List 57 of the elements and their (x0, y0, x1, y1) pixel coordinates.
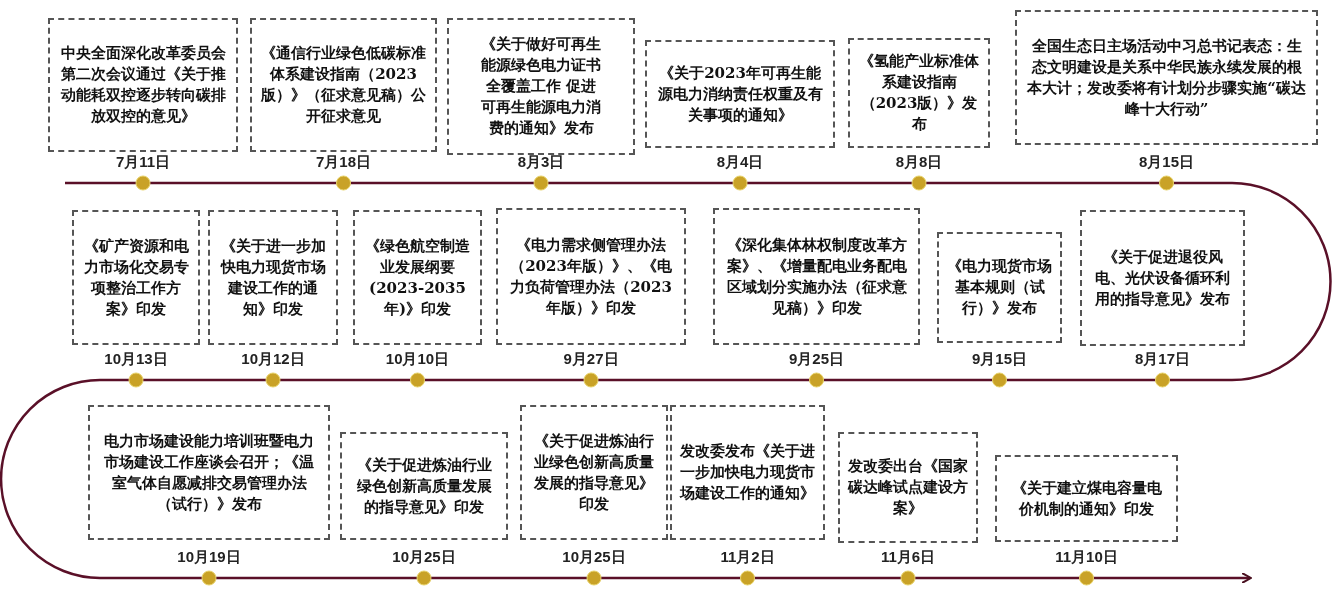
date-label: 10月10日 (385, 350, 450, 369)
event-box (670, 405, 825, 540)
event-box (250, 18, 437, 152)
event-text: 《电力需求侧管理办法（2023年版）》、《电力负荷管理办法（2023年版）》印发 (509, 234, 673, 319)
date-label: 9月15日 (972, 350, 1027, 369)
event-box (48, 18, 238, 152)
event-text: 《矿产资源和电力市场化交易专项整治工作方案》印发 (82, 235, 190, 320)
event-text: 中央全面深化改革委员会第二次会议通过《关于推动能耗双控逐步转向碳排放双控的意见》 (59, 43, 227, 127)
event-box (937, 232, 1062, 343)
date-label: 9月27日 (563, 350, 619, 369)
date-label: 10月13日 (104, 350, 168, 369)
event-box (88, 405, 330, 540)
date-label: 8月8日 (895, 153, 943, 172)
date-label: 8月4日 (716, 153, 764, 172)
event-text: 《关于建立煤电容量电价机制的通知》印发 (1010, 477, 1163, 520)
event-box (340, 432, 508, 540)
date-label: 8月17日 (1135, 350, 1190, 369)
event-box (848, 38, 990, 148)
event-box (995, 455, 1178, 542)
event-text: 全国生态日主场活动中习总书记表态：生态文明建设是关系中华民族永续发展的根本大计；发改委将有计划分步骤实施“碳达峰十大行动” (1026, 35, 1307, 120)
date-label: 10月25日 (392, 548, 456, 567)
event-text: 发改委发布《关于进一步加快电力现货市场建设工作的通知》 (680, 441, 815, 504)
event-box (447, 18, 635, 155)
event-text: 《关于促进炼油行业绿色创新高质量发展的指导意见》印发 (533, 430, 655, 515)
event-text: 《关于促进退役风电、光伏设备循环利用的指导意见》发布 (1094, 246, 1231, 310)
event-text: 《通信行业绿色低碳标准体系建设指南（2023版）》（征求意见稿）公开征求意见 (260, 43, 427, 127)
event-box (838, 432, 978, 543)
date-label: 9月25日 (789, 350, 844, 369)
date-label: 10月25日 (562, 548, 626, 567)
date-label: 8月15日 (1139, 153, 1194, 172)
event-text: 发改委出台《国家碳达峰试点建设方案》 (848, 456, 968, 519)
event-box (713, 208, 920, 345)
event-text: 《关于进一步加快电力现货市场建设工作的通知》印发 (219, 235, 327, 320)
event-text: 《电力现货市场基本规则（试行）》发布 (947, 256, 1052, 319)
event-text: 《关于促进炼油行业绿色创新高质量发展的指导意见》印发 (355, 454, 493, 518)
event-box (208, 210, 338, 345)
event-text: 《深化集体林权制度改革方案》、《增量配电业务配电区域划分实施办法（征求意见稿）》印发 (725, 234, 908, 319)
date-label: 7月11日 (115, 153, 171, 172)
date-label: 10月19日 (177, 548, 241, 567)
event-text: 《绿色航空制造业发展纲要(2023-2035年)》印发 (364, 235, 471, 320)
event-text: 《关于做好可再生能源绿色电力证书全覆盖工作 促进可再生能源电力消费的通知》发布 (480, 34, 602, 139)
event-box (72, 210, 200, 345)
event-text: 电力市场建设能力培训班暨电力市场建设工作座谈会召开；《温室气体自愿减排交易管理办法（试行）》发布 (103, 430, 315, 515)
event-box (645, 40, 835, 148)
date-label: 11月2日 (720, 548, 775, 567)
event-box (1015, 10, 1318, 145)
event-box (1080, 210, 1245, 346)
event-text: 《氢能产业标准体系建设指南（2023版）》发布 (858, 51, 980, 135)
date-label: 8月3日 (517, 153, 565, 172)
date-label: 7月18日 (316, 153, 371, 172)
event-box (520, 405, 668, 540)
date-label: 11月6日 (880, 548, 936, 567)
date-label: 10月12日 (241, 350, 305, 369)
event-box (353, 210, 482, 345)
event-box (496, 208, 686, 345)
date-label: 11月10日 (1055, 548, 1118, 567)
event-text: 《关于2023年可再生能源电力消纳责任权重及有关事项的通知》 (656, 62, 824, 126)
